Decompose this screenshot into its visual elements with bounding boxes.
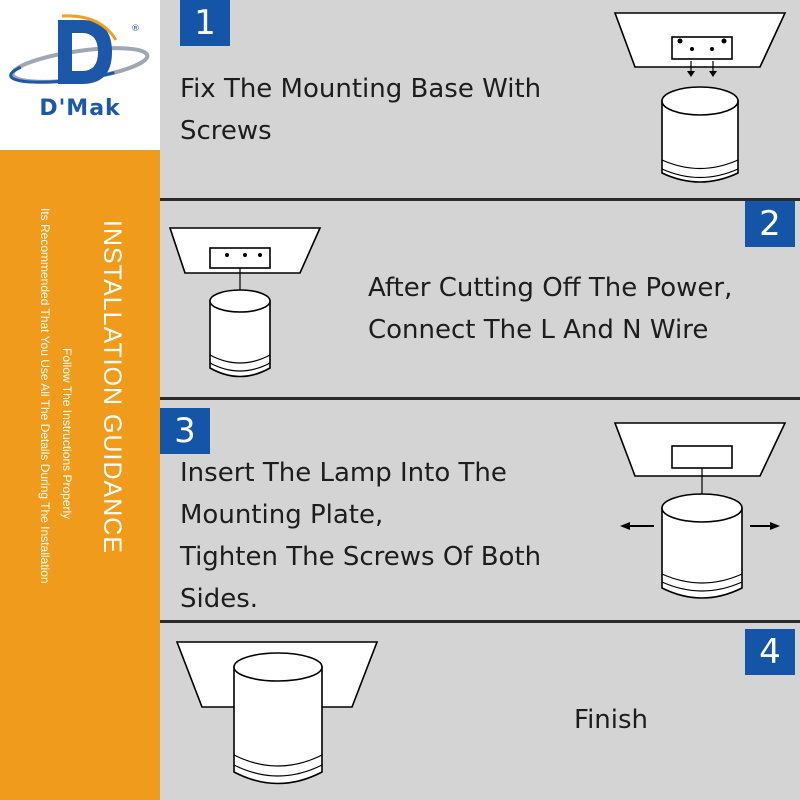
step-1-panel: 1 Fix The Mounting Base With Screws bbox=[160, 0, 800, 198]
step-2-text: After Cutting Off The Power, Connect The… bbox=[368, 267, 732, 351]
mounting-base-icon bbox=[613, 12, 787, 183]
step-1-text: Fix The Mounting Base With Screws bbox=[180, 68, 541, 152]
guidance-title: INSTALLATION GUIDANCE bbox=[98, 220, 126, 555]
brand-name: D'Mak bbox=[39, 96, 121, 121]
step-text-line: Fix The Mounting Base With bbox=[180, 74, 542, 104]
divider bbox=[160, 397, 800, 400]
step-3-panel: 3 Insert The Lamp Into The Mounting Plat… bbox=[160, 400, 800, 620]
registered-mark: ® bbox=[131, 24, 140, 34]
step-number-badge: 3 bbox=[160, 408, 210, 454]
divider bbox=[160, 620, 800, 623]
wiring-icon bbox=[168, 227, 322, 378]
sidebar: ® D'Mak INSTALLATION GUIDANCE Follow The… bbox=[0, 0, 160, 800]
logo: ® D'Mak bbox=[0, 0, 160, 150]
step-2-panel: 2 After Cutting Off The Power, Connect T… bbox=[160, 201, 800, 397]
orange-panel bbox=[0, 150, 160, 800]
step-3-text: Insert The Lamp Into The Mounting Plate,… bbox=[180, 452, 541, 620]
step-number-badge: 1 bbox=[180, 0, 230, 46]
step-text-line: After Cutting Off The Power, bbox=[368, 273, 733, 303]
step-text-line: Finish bbox=[574, 705, 649, 735]
dmak-logo-icon bbox=[9, 14, 151, 84]
step-text-line: Insert The Lamp Into The bbox=[180, 458, 507, 488]
divider bbox=[160, 198, 800, 201]
step-4-text: Finish bbox=[574, 699, 648, 741]
step-4-panel: 4 Finish bbox=[160, 623, 800, 800]
step-text-line: Mounting Plate, bbox=[180, 500, 384, 530]
step-text-line: Sides. bbox=[180, 584, 259, 614]
step-number-badge: 4 bbox=[745, 629, 795, 675]
step-text-line: Connect The L And N Wire bbox=[368, 315, 709, 345]
insert-lamp-icon bbox=[613, 422, 787, 599]
guidance-subtitle-1: Follow The Instructions Properly bbox=[60, 348, 74, 520]
step-number-badge: 2 bbox=[745, 201, 795, 247]
finished-lamp-icon bbox=[175, 641, 379, 785]
step-text-line: Screws bbox=[180, 116, 272, 146]
step-text-line: Tighten The Screws Of Both bbox=[180, 542, 542, 572]
guidance-subtitle-2: Its Recommended That You Use All The Det… bbox=[38, 208, 52, 584]
